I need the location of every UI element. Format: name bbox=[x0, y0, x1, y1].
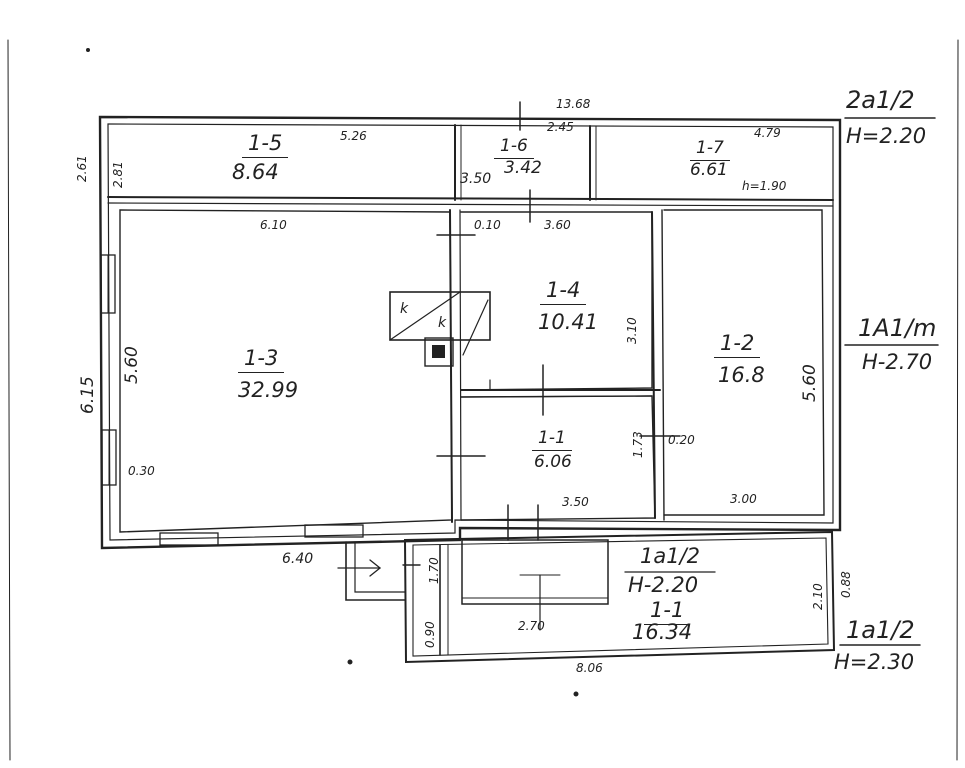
dim-r11-bottom: 3.50 bbox=[562, 495, 589, 509]
zone-right-middle-code: 1A1/m bbox=[858, 314, 937, 342]
dim-r13-side: 5.60 bbox=[122, 346, 142, 384]
room-1-1-id: 1-1 bbox=[532, 428, 572, 451]
room-1-3-area: 32.99 bbox=[238, 378, 299, 402]
dim-veranda-outer: 0.88 bbox=[839, 571, 853, 598]
dim-top-total: 13.68 bbox=[556, 97, 591, 111]
dim-r17-length: 4.79 bbox=[754, 126, 781, 140]
dim-r11-side: 1.73 bbox=[631, 431, 645, 458]
dim-r16-length: 2.45 bbox=[547, 120, 574, 134]
dim-bottom-left: 6.40 bbox=[282, 551, 314, 567]
dim-r13-top: 6.10 bbox=[260, 218, 287, 232]
room-1-4-id: 1-4 bbox=[540, 278, 587, 305]
room-1-6-area: 3.42 bbox=[504, 158, 542, 178]
zone-right-middle-height: H-2.70 bbox=[862, 350, 933, 374]
wall-14-12 bbox=[651, 211, 656, 519]
dim-left-outer: 6.15 bbox=[78, 376, 98, 414]
stove-label-a: k bbox=[400, 301, 409, 317]
dim-r13-wall: 0.30 bbox=[128, 464, 155, 478]
dim-r14-side: 3.10 bbox=[625, 317, 639, 344]
paper-edge-left bbox=[7, 39, 11, 761]
wall-top-strip bbox=[107, 196, 834, 201]
room-1-7-area: 6.61 bbox=[690, 160, 728, 180]
dim-veranda-left: 0.90 bbox=[423, 621, 437, 648]
room-1-2-id: 1-2 bbox=[714, 331, 761, 358]
outer-wall-inner bbox=[107, 123, 834, 541]
window-bottom-2 bbox=[304, 524, 364, 538]
outer-wall bbox=[98, 115, 842, 550]
dim-r14-top: 3.60 bbox=[544, 218, 571, 232]
room-1-2-outline bbox=[663, 209, 825, 516]
dim-veranda-bottom: 8.06 bbox=[576, 661, 603, 675]
dim-r12-bottom: 3.00 bbox=[730, 492, 757, 506]
room-1-7-id: 1-7 bbox=[690, 138, 730, 161]
room-1-3-outline bbox=[119, 209, 453, 533]
porch bbox=[345, 541, 406, 601]
room-1-5-area: 8.64 bbox=[232, 160, 279, 184]
dim-r14-left-offset: 0.10 bbox=[474, 218, 501, 232]
stove-firebox bbox=[424, 337, 454, 367]
veranda-room-id: 1-1 bbox=[644, 598, 691, 625]
zone-veranda-code: 1a1/2 bbox=[640, 544, 701, 568]
dim-r11-wall: 0.20 bbox=[668, 433, 695, 447]
dim-r15-length: 5.26 bbox=[340, 129, 367, 143]
dim-porch-side: 1.70 bbox=[427, 557, 441, 584]
dim-left-top-small: 2.61 bbox=[75, 155, 89, 182]
stove bbox=[389, 291, 491, 341]
paper-edge-right bbox=[956, 39, 959, 761]
veranda-inner-box bbox=[461, 539, 609, 605]
dim-veranda-inner: 2.70 bbox=[518, 619, 545, 633]
zone-bottom-right-height: H=2.30 bbox=[834, 650, 915, 674]
room-1-6-id: 1-6 bbox=[494, 136, 534, 159]
dim-veranda-right: 2.10 bbox=[811, 583, 825, 610]
room-1-4-area: 10.41 bbox=[538, 310, 599, 334]
zone-top-right-height: H=2.20 bbox=[846, 124, 927, 148]
stove-label-b: k bbox=[438, 315, 447, 331]
window-bottom-1 bbox=[159, 532, 219, 546]
dim-r12-side: 5.60 bbox=[800, 364, 820, 402]
dim-r16-width: 3.50 bbox=[460, 171, 492, 187]
veranda bbox=[403, 530, 836, 664]
room-1-2-area: 16.8 bbox=[718, 363, 765, 387]
room-1-5-id: 1-5 bbox=[242, 131, 289, 158]
room-1-3-id: 1-3 bbox=[238, 346, 285, 373]
dim-r17-height: h=1.90 bbox=[742, 179, 787, 193]
zone-top-right-code: 2a1/2 bbox=[846, 86, 915, 114]
veranda-room-area: 16.34 bbox=[632, 620, 693, 644]
zone-bottom-right-code: 1a1/2 bbox=[846, 616, 915, 644]
dim-left-top-small2: 2.81 bbox=[111, 161, 125, 188]
room-1-1-area: 6.06 bbox=[534, 452, 572, 472]
zone-veranda-height: H-2.20 bbox=[628, 573, 699, 597]
